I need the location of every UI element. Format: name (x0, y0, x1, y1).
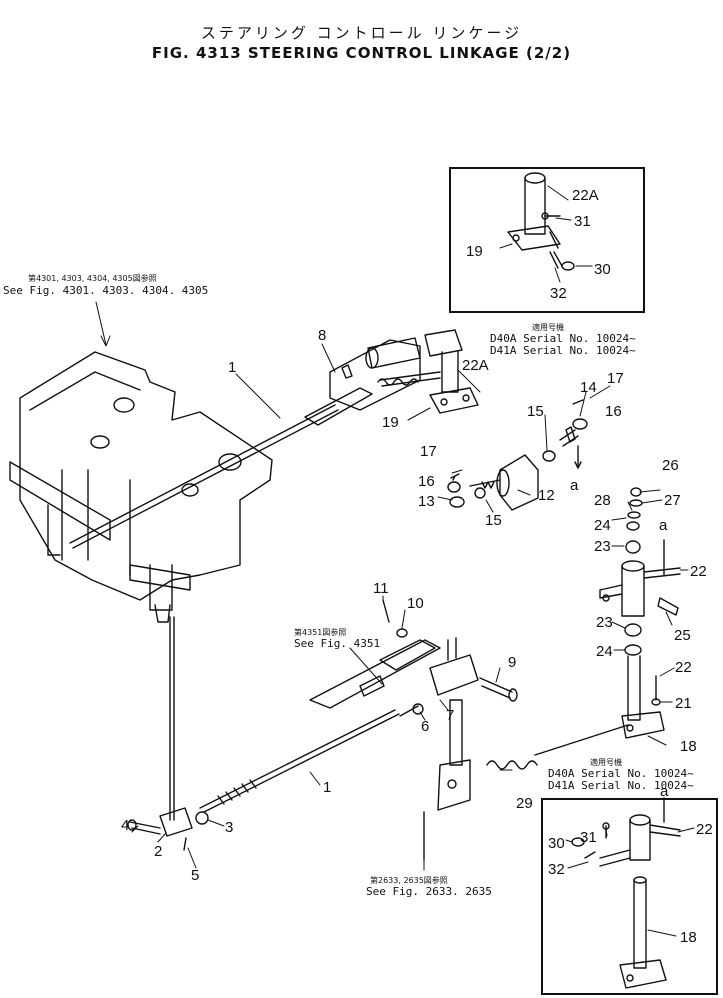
callout-28: 28 (594, 492, 611, 509)
serial-line: D41A Serial No. 10024~ (490, 344, 636, 357)
upper-rod (69, 387, 373, 549)
callout-14: 14 (580, 379, 597, 396)
serial-line: D41A Serial No. 10024~ (548, 779, 694, 792)
reference-note-jp: 第4301, 4303, 4304, 4305図参照 (28, 274, 157, 283)
callout-1: 1 (228, 359, 236, 376)
inset-callout-30: 30 (548, 835, 565, 852)
callout-23: 23 (596, 614, 613, 631)
title-japanese: ステアリング コントロール リンケージ (200, 24, 523, 42)
callout-5: 5 (191, 867, 199, 884)
upper-lever-assembly (329, 329, 479, 414)
inset-callout-18: 18 (680, 929, 697, 946)
callout-15: 15 (485, 512, 502, 529)
callout-22: 22 (675, 659, 692, 676)
callout-23: 23 (594, 538, 611, 555)
inset-callout-22a: 22A (572, 187, 599, 204)
callout-11: 11 (373, 580, 389, 597)
reference-note: See Fig. 4351 (294, 637, 381, 650)
inset-callout-32: 32 (550, 285, 567, 302)
callout-27: 27 (664, 492, 681, 509)
callout-1: 1 (323, 779, 331, 796)
callout-8: 8 (318, 327, 326, 344)
callout-21: 21 (675, 695, 692, 712)
inset-callout-31: 31 (580, 829, 597, 846)
callout-9: 9 (508, 654, 516, 671)
callout-13: 13 (418, 493, 435, 510)
callout-a: a (659, 517, 668, 534)
callout-16: 16 (418, 473, 435, 490)
inset-callout-32: 32 (548, 861, 565, 878)
callout-labels: 1 1 2 3 4 5 6 7 8 9 10 11 12 13 14 15 15… (121, 187, 713, 946)
inset-top-parts (507, 172, 575, 271)
callout-22: 22 (690, 563, 707, 580)
serial-line: D40A Serial No. 10024~ (490, 332, 636, 345)
callout-16: 16 (605, 403, 622, 420)
callout-10: 10 (407, 595, 424, 612)
right-column-assembly (599, 487, 681, 739)
figure-title: FIG. 4313 STEERING CONTROL LINKAGE (2/2) (151, 44, 572, 62)
inset-callout-22: 22 (696, 821, 713, 838)
callout-7: 7 (446, 707, 454, 724)
callout-12: 12 (538, 487, 555, 504)
callout-a: a (570, 477, 579, 494)
callout-24: 24 (594, 517, 611, 534)
control-block (309, 599, 518, 717)
serial-note-jp: 適用号機 (532, 323, 564, 332)
inset-frame-bottom (541, 798, 718, 995)
lower-lever-assembly (423, 699, 629, 861)
leader-lines (95, 185, 695, 937)
reference-note: See Fig. 4301. 4303. 4304. 4305 (3, 284, 209, 297)
reference-note-jp: 第2633, 2635図参照 (370, 876, 448, 885)
serial-line: D40A Serial No. 10024~ (548, 767, 694, 780)
callout-26: 26 (662, 457, 679, 474)
callout-18: 18 (680, 738, 697, 755)
callout-17: 17 (420, 443, 437, 460)
inset-frame-top (449, 167, 645, 313)
inset-bottom-parts (571, 797, 681, 989)
serial-note-jp: 適用号機 (590, 758, 622, 767)
reference-note: See Fig. 2633. 2635 (366, 885, 492, 898)
inset-callout-19: 19 (466, 243, 483, 260)
reference-note-jp: 第4351図参照 (294, 628, 347, 637)
callout-22a: 22A (462, 357, 489, 374)
callout-3: 3 (225, 819, 233, 836)
inset-callout-31: 31 (574, 213, 591, 230)
lower-rod (127, 616, 400, 851)
callout-6: 6 (421, 718, 429, 735)
callout-2: 2 (154, 843, 162, 860)
callout-17: 17 (607, 370, 624, 387)
callout-19: 19 (382, 414, 399, 431)
callout-29: 29 (516, 795, 533, 812)
callout-24: 24 (596, 643, 613, 660)
frame-housing (9, 351, 273, 623)
callout-25: 25 (674, 627, 691, 644)
callout-15: 15 (527, 403, 544, 420)
inset-callout-a: a (660, 783, 669, 800)
callout-4: 4 (121, 817, 129, 834)
cylinder-group (447, 399, 588, 511)
inset-callout-30: 30 (594, 261, 611, 278)
